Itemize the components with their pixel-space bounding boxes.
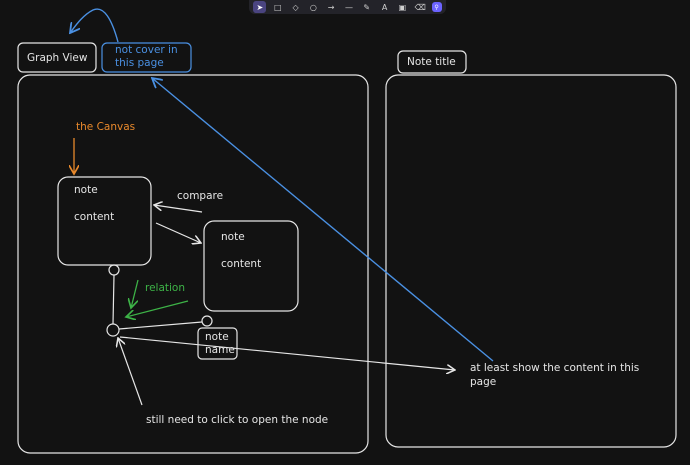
note-name-line1: note [205,331,229,343]
arrow-tool[interactable]: → [325,1,338,13]
image-icon: ▣ [398,2,407,12]
eraser-icon: ⌫ [414,2,426,12]
connector-circle-top [108,264,120,276]
note-node-2 [203,220,299,312]
note-node-1 [57,176,152,266]
text-tool[interactable]: A [378,1,391,13]
note2-line1: note [221,231,245,243]
not-cover-box [101,42,192,73]
note-name-node [197,327,238,360]
rectangle-tool[interactable]: □ [271,1,284,13]
rectangle-icon: □ [273,2,282,12]
diamond-icon: ◇ [292,2,299,12]
note-panel [385,74,677,448]
note1-line2: content [74,211,115,223]
compare-arrow-forward [155,222,201,243]
ellipse-icon: ○ [309,2,317,12]
relation-arrow-left [126,300,189,317]
still-need-label: still need to click to open the node [146,414,329,426]
note-title-box [397,50,467,74]
image-tool[interactable]: ▣ [396,1,409,13]
graph-view-label: Graph View [27,52,88,64]
graph-view-box [17,42,97,73]
edge-hub-to-note [118,321,203,330]
not-cover-label-line1: not cover in [115,44,178,56]
select-tool[interactable]: ➤ [253,1,267,13]
note-name-line2: name [205,344,235,356]
not-cover-curve-arrow [70,8,119,43]
graph-view-panel [17,74,369,454]
at-least-line1: at least show the content in this [470,362,640,374]
pointer-icon: ➤ [256,2,264,12]
library-tool[interactable]: ⚲ [431,2,442,12]
diamond-tool[interactable]: ◇ [289,1,302,13]
draw-tool[interactable]: ✎ [360,1,373,13]
text-icon: A [381,2,388,12]
line-tool[interactable]: — [342,1,355,13]
not-cover-arrow [152,78,494,362]
relation-arrow-down [131,279,139,308]
click-node-arrow [118,338,143,406]
connector-circle-note [201,315,213,327]
relation-label: relation [145,282,186,294]
show-content-arrow [119,336,455,370]
connector-circle-hub [106,323,120,337]
not-cover-label-line2: this page [115,57,164,69]
library-icon: ⚲ [434,3,439,11]
note2-line2: content [221,258,262,270]
eraser-tool[interactable]: ⌫ [414,1,427,13]
line-icon: — [344,2,353,12]
at-least-line2: page [470,376,497,388]
compare-label: compare [177,190,224,202]
compare-arrow-back [154,205,203,213]
note1-line1: note [74,184,98,196]
note-title-label: Note title [407,56,456,68]
the-canvas-label: the Canvas [76,121,136,133]
arrow-icon: → [327,2,335,12]
edge-top-to-hub [112,274,115,325]
ellipse-tool[interactable]: ○ [307,1,320,13]
pencil-icon: ✎ [363,2,371,12]
toolbar: ➤ □ ◇ ○ → — ✎ A ▣ ⌫ ⚲ [249,0,446,14]
